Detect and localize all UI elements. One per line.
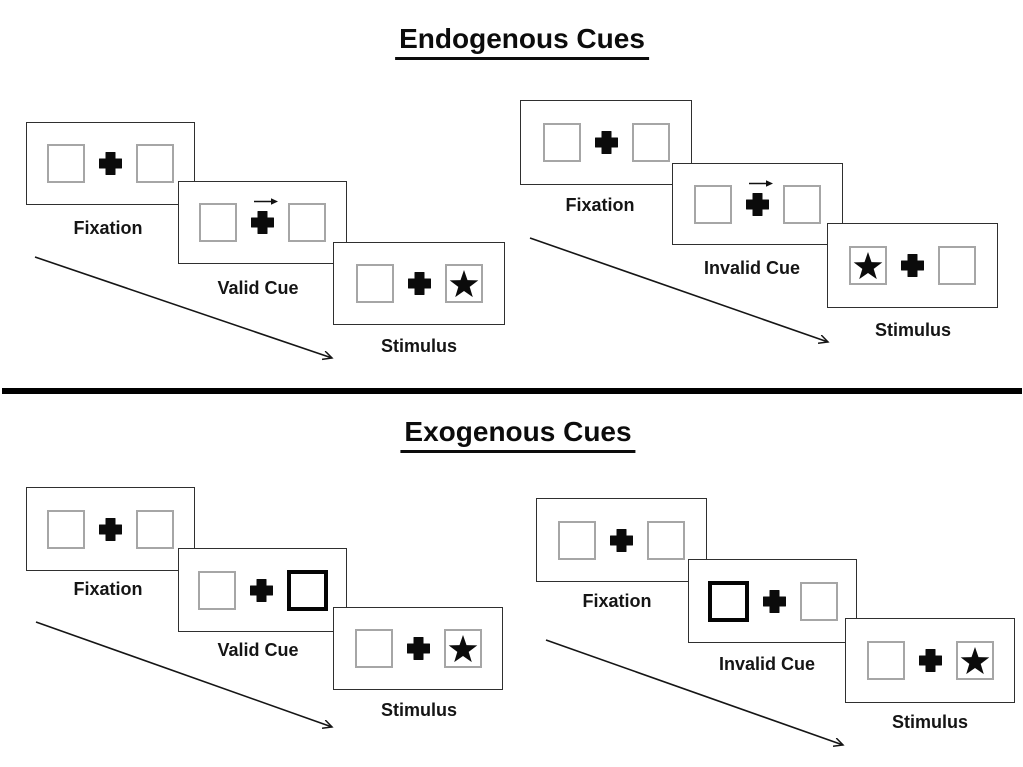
endogenous-section-title: Endogenous Cues [395,23,649,60]
exo-invalid-stimulus-panel [845,618,1015,703]
exo-valid-fixation-panel [26,487,195,571]
endo-invalid-cue-panel [672,163,843,245]
star-icon [853,251,883,280]
star-icon [449,269,479,298]
fixation-plus-icon [594,131,618,154]
section-divider-line [2,388,1022,394]
step-label-stimulus: Stimulus [891,712,969,732]
star-icon [960,646,990,675]
fixation-plus-icon [249,578,273,602]
left-placeholder-box [199,203,237,242]
step-label-invalid-cue: Invalid Cue [703,258,801,278]
endo-invalid-stimulus-panel [827,223,998,308]
diagonal-sequence-arrow [545,639,853,752]
exo-invalid-cue-panel [688,559,857,643]
target-box [443,629,482,668]
right-placeholder-box [288,203,326,242]
step-label-stimulus: Stimulus [380,700,458,720]
fixation-plus-icon [99,152,122,175]
endo-valid-stimulus-panel [333,242,505,325]
right-arrow-cue-icon [253,197,279,206]
left-placeholder-box [558,520,596,560]
right-placeholder-box [783,184,821,224]
diagonal-sequence-arrow [529,237,837,349]
fixation-plus-icon [746,179,773,216]
left-placeholder-box [197,570,236,610]
exogenous-cue-box [286,569,328,611]
fixation-plus-icon [918,649,942,672]
step-label-fixation: Fixation [565,195,635,215]
right-placeholder-box [799,581,838,621]
step-label-valid-cue: Valid Cue [217,278,299,298]
step-label-valid-cue: Valid Cue [217,640,299,660]
fixation-plus-icon [99,517,122,541]
exo-invalid-fixation-panel [536,498,707,582]
endo-invalid-fixation-panel [520,100,692,185]
fixation-plus-icon [901,254,924,277]
diagonal-sequence-arrow [34,256,342,365]
step-label-invalid-cue: Invalid Cue [718,654,816,674]
right-placeholder-box [938,246,976,285]
left-placeholder-box [866,641,905,680]
fixation-plus-icon [762,589,786,613]
left-placeholder-box [694,184,732,224]
endo-valid-cue-panel [178,181,347,264]
fixation-plus-icon [406,637,430,660]
exogenous-cue-box [707,580,749,622]
target-box [444,264,483,303]
right-placeholder-box [631,123,670,162]
right-placeholder-box [136,509,174,549]
step-label-stimulus: Stimulus [874,320,952,340]
right-placeholder-box [136,144,174,183]
left-placeholder-box [355,264,394,303]
star-icon [448,634,478,663]
step-label-fixation: Fixation [73,218,143,238]
left-placeholder-box [542,123,581,162]
fixation-plus-icon [251,198,278,234]
exo-valid-stimulus-panel [333,607,503,690]
fixation-plus-icon [610,528,633,552]
endo-valid-fixation-panel [26,122,195,205]
target-box [849,246,887,285]
target-box [955,641,994,680]
left-placeholder-box [354,629,393,668]
fixation-plus-icon [407,272,431,295]
step-label-stimulus: Stimulus [380,336,458,356]
left-placeholder-box [47,144,85,183]
step-label-fixation: Fixation [582,591,652,611]
right-placeholder-box [647,520,685,560]
step-label-fixation: Fixation [73,579,143,599]
diagonal-sequence-arrow [35,621,343,734]
right-arrow-cue-icon [748,179,774,188]
left-placeholder-box [47,509,85,549]
exogenous-section-title: Exogenous Cues [400,416,636,453]
exo-valid-cue-panel [178,548,347,632]
